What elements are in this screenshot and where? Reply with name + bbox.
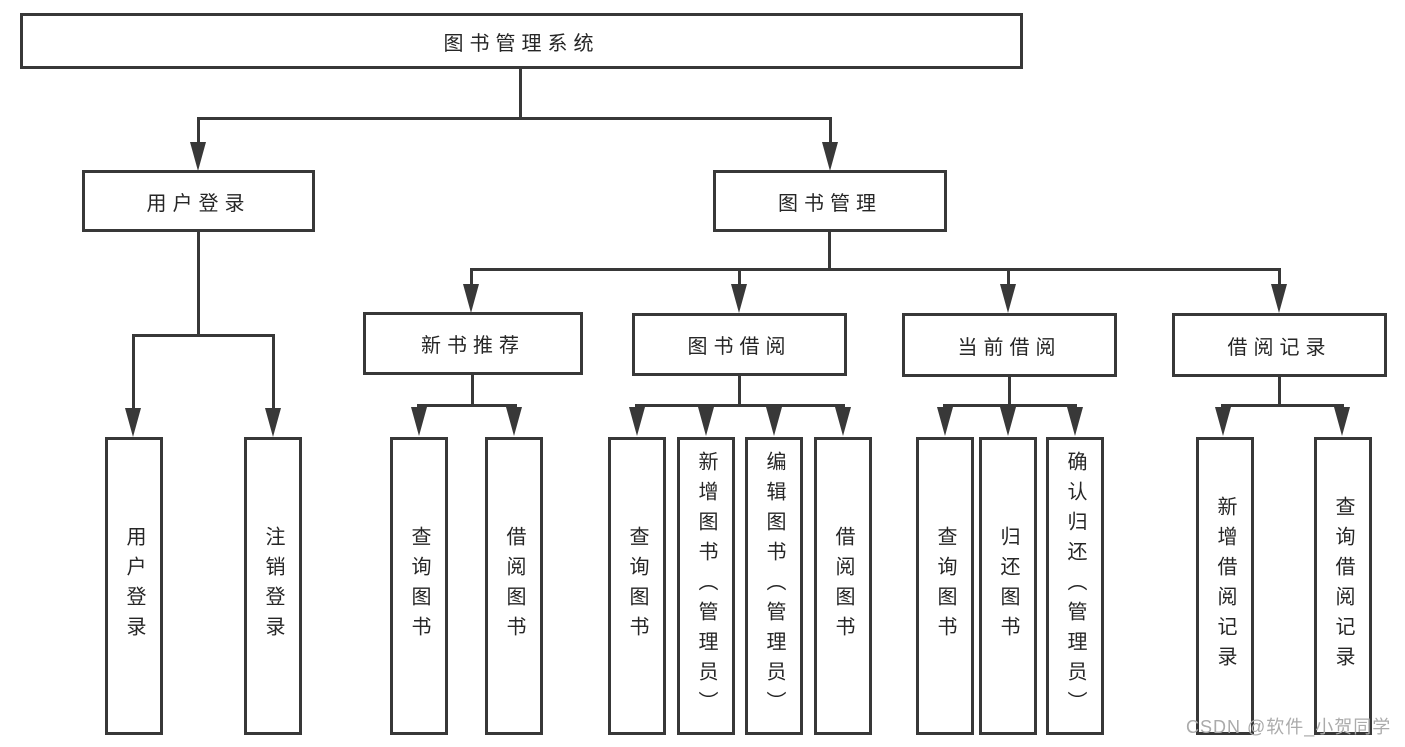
- connector-vline: [197, 232, 200, 337]
- connector-hline: [417, 404, 517, 407]
- arrow-down-icon: [766, 407, 782, 436]
- connector-hline: [132, 334, 275, 337]
- node-label: 用户登录: [146, 192, 251, 215]
- arrow-down-icon: [835, 407, 851, 436]
- leaf-user-login: 用户登录: [105, 437, 163, 735]
- connector-vline: [828, 232, 831, 270]
- node-book-borrow: 图书借阅: [632, 313, 847, 376]
- arrow-down-icon: [506, 407, 522, 436]
- node-user-login: 用户登录: [82, 170, 315, 232]
- leaf-add-borrow-record: 新增借阅记录: [1196, 437, 1254, 735]
- leaf-borrow-book: 借阅图书: [814, 437, 872, 735]
- connector-vline: [272, 334, 275, 410]
- connector-hline: [1221, 404, 1344, 407]
- arrow-down-icon: [125, 408, 141, 437]
- leaf-label: 确认归还（管理员）: [1064, 451, 1086, 721]
- connector-vline: [470, 268, 473, 286]
- arrow-down-icon: [937, 407, 953, 436]
- leaf-edit-book-admin: 编辑图书（管理员）: [745, 437, 803, 735]
- leaf-label: 借阅图书: [503, 526, 525, 646]
- arrow-down-icon: [1000, 407, 1016, 436]
- connector-vline: [132, 334, 135, 410]
- leaf-label: 查询借阅记录: [1332, 496, 1354, 676]
- connector-vline: [1278, 377, 1281, 406]
- arrow-down-icon: [731, 284, 747, 313]
- connector-hline: [943, 404, 1077, 407]
- leaf-return-book: 归还图书: [979, 437, 1037, 735]
- node-book-management: 图书管理: [713, 170, 947, 232]
- leaf-label: 查询图书: [626, 526, 648, 646]
- leaf-label: 查询图书: [934, 526, 956, 646]
- leaf-label: 注销登录: [262, 526, 284, 646]
- leaf-query-book-current: 查询图书: [916, 437, 974, 735]
- arrow-down-icon: [265, 408, 281, 437]
- leaf-label: 编辑图书（管理员）: [763, 451, 785, 721]
- connector-vline: [829, 117, 832, 145]
- node-label: 新书推荐: [421, 335, 525, 357]
- leaf-confirm-return-admin: 确认归还（管理员）: [1046, 437, 1104, 735]
- arrow-down-icon: [629, 407, 645, 436]
- connector-hline: [197, 117, 832, 120]
- connector-vline: [471, 375, 474, 406]
- leaf-query-book-recommend: 查询图书: [390, 437, 448, 735]
- node-label: 当前借阅: [957, 336, 1062, 359]
- arrow-down-icon: [1271, 284, 1287, 313]
- node-new-book-recommend: 新书推荐: [363, 312, 583, 375]
- connector-vline: [197, 117, 200, 145]
- connector-vline: [1007, 268, 1010, 286]
- leaf-label: 借阅图书: [832, 526, 854, 646]
- node-borrow-record: 借阅记录: [1172, 313, 1387, 377]
- leaf-label: 新增图书（管理员）: [695, 451, 717, 721]
- arrow-down-icon: [1334, 407, 1350, 436]
- node-label: 图书管理系统: [443, 32, 600, 55]
- arrow-down-icon: [698, 407, 714, 436]
- connector-hline: [635, 404, 845, 407]
- leaf-add-book-admin: 新增图书（管理员）: [677, 437, 735, 735]
- leaf-label: 查询图书: [408, 526, 430, 646]
- connector-hline: [470, 268, 1281, 271]
- leaf-label: 归还图书: [997, 526, 1019, 646]
- arrow-down-icon: [1067, 407, 1083, 436]
- leaf-query-book-borrow: 查询图书: [608, 437, 666, 735]
- node-label: 借阅记录: [1227, 336, 1332, 359]
- arrow-down-icon: [1215, 407, 1231, 436]
- connector-vline: [738, 268, 741, 286]
- node-current-borrow: 当前借阅: [902, 313, 1117, 377]
- leaf-query-borrow-record: 查询借阅记录: [1314, 437, 1372, 735]
- leaf-label: 新增借阅记录: [1214, 496, 1236, 676]
- node-label: 图书借阅: [687, 336, 792, 358]
- leaf-label: 用户登录: [123, 526, 145, 646]
- leaf-logout: 注销登录: [244, 437, 302, 735]
- arrow-down-icon: [1000, 284, 1016, 313]
- connector-vline: [738, 376, 741, 406]
- connector-vline: [519, 69, 522, 119]
- node-root: 图书管理系统: [20, 13, 1023, 69]
- leaf-borrow-book-recommend: 借阅图书: [485, 437, 543, 735]
- arrow-down-icon: [463, 284, 479, 313]
- arrow-down-icon: [411, 407, 427, 436]
- csdn-watermark: CSDN @软件_小贺同学: [1186, 717, 1392, 737]
- connector-vline: [1008, 377, 1011, 406]
- arrow-down-icon: [822, 142, 838, 171]
- node-label: 图书管理: [778, 192, 882, 215]
- arrow-down-icon: [190, 142, 206, 171]
- connector-vline: [1278, 268, 1281, 286]
